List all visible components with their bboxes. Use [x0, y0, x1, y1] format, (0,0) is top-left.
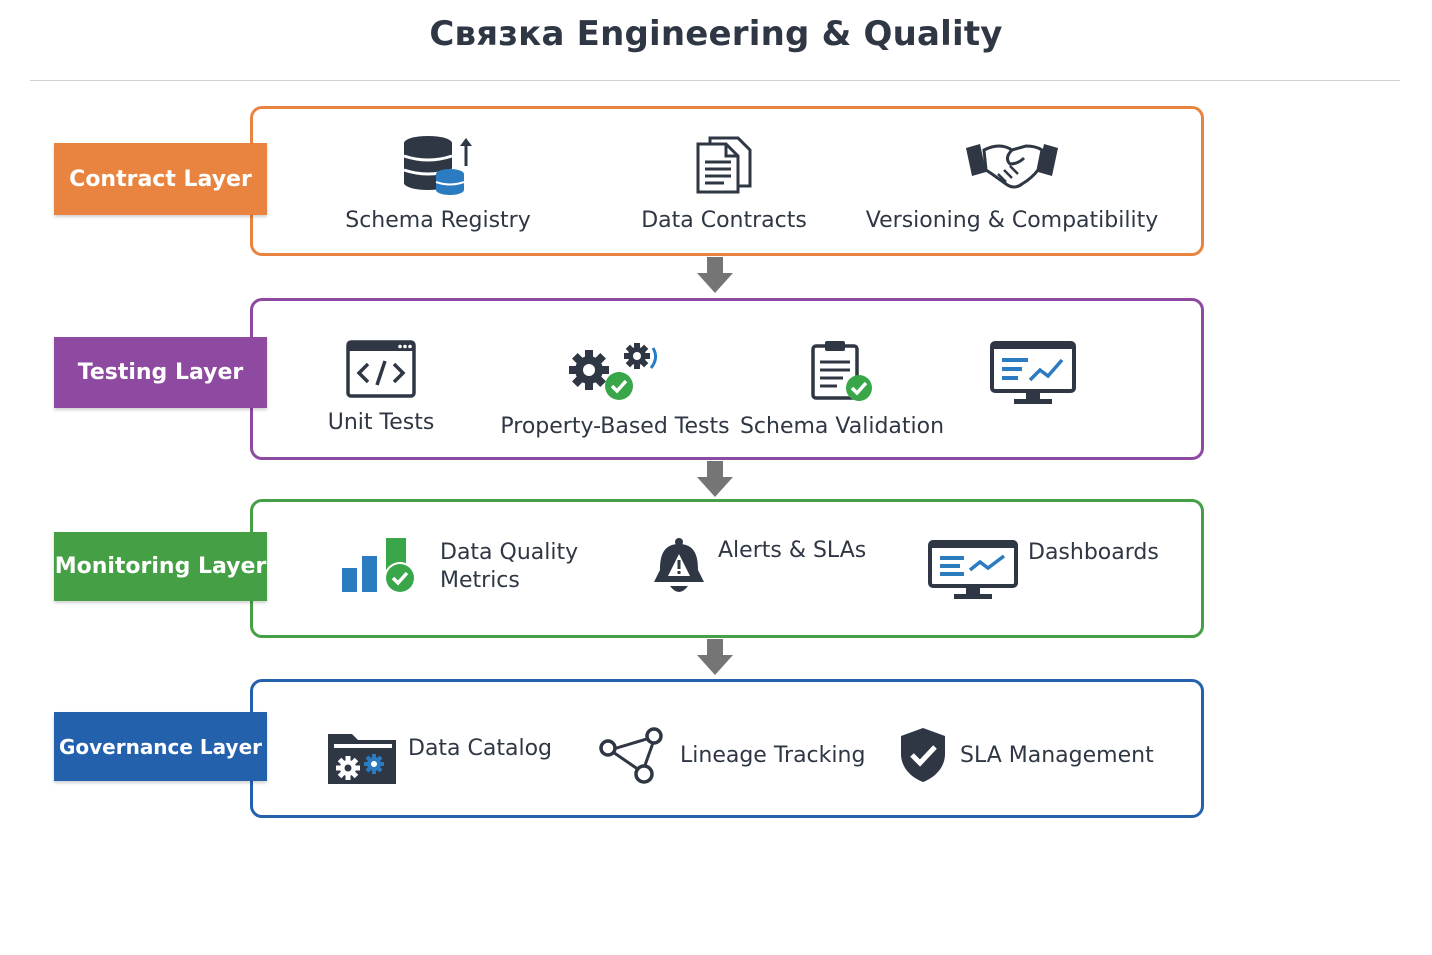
- unit-tests-label: Unit Tests: [327, 410, 435, 435]
- sla-management-item: SLA Management: [898, 726, 1154, 784]
- contract-layer-label: Contract Layer: [54, 143, 267, 215]
- schema-validation-item: Schema Validation: [739, 338, 945, 439]
- code-window-icon: [346, 340, 416, 398]
- folder-gears-icon: [326, 726, 404, 788]
- data-quality-metrics-label-line2: Metrics: [440, 568, 520, 593]
- dashboards-item: Dashboards: [928, 538, 1159, 602]
- unit-tests-item: Unit Tests: [286, 340, 476, 435]
- lineage-tracking-label: Lineage Tracking: [680, 742, 866, 768]
- dashboards-label: Dashboards: [1028, 540, 1159, 565]
- property-based-tests-item: Property-Based Tests: [500, 340, 730, 439]
- testing-monitor-item: [988, 340, 1078, 408]
- schema-registry-label: Schema Registry: [345, 208, 531, 233]
- dashboard-monitor-icon: [928, 538, 1018, 602]
- documents-icon: [692, 134, 756, 196]
- shield-check-icon: [898, 726, 948, 784]
- gears-check-icon: [567, 340, 663, 402]
- arrow-down-icon: [697, 257, 733, 293]
- page-title: Связка Engineering & Quality: [429, 14, 1003, 54]
- data-catalog-label: Data Catalog: [408, 736, 553, 761]
- governance-layer-label: Governance Layer: [54, 712, 267, 781]
- title-divider: [30, 80, 1400, 81]
- data-contracts-item: Data Contracts: [624, 134, 824, 233]
- lineage-tracking-item: Lineage Tracking: [598, 724, 865, 786]
- lineage-nodes-icon: [598, 724, 666, 786]
- arrow-down-icon: [697, 461, 733, 497]
- versioning-label: Versioning & Compatibility: [865, 208, 1159, 233]
- governance-layer-box: [250, 679, 1204, 818]
- schema-validation-label: Schema Validation: [739, 414, 945, 439]
- data-quality-metrics-item: Data Quality Metrics: [340, 536, 578, 598]
- schema-registry-item: Schema Registry: [338, 134, 538, 233]
- sla-management-label: SLA Management: [960, 742, 1154, 768]
- handshake-icon: [962, 134, 1062, 196]
- bar-chart-check-icon: [340, 536, 420, 598]
- monitor-chart-icon: [990, 340, 1076, 408]
- data-contracts-label: Data Contracts: [641, 208, 807, 233]
- data-quality-metrics-label-line1: Data Quality: [440, 540, 579, 565]
- alerts-slas-item: Alerts & SLAs: [650, 536, 866, 600]
- clipboard-check-icon: [807, 338, 877, 402]
- monitoring-layer-label: Monitoring Layer: [54, 532, 267, 601]
- property-based-tests-label: Property-Based Tests: [500, 414, 730, 439]
- data-catalog-item: Data Catalog: [326, 726, 552, 788]
- database-registry-icon: [402, 134, 474, 196]
- testing-layer-label: Testing Layer: [54, 337, 267, 408]
- versioning-item: Versioning & Compatibility: [866, 134, 1158, 233]
- alerts-slas-label: Alerts & SLAs: [718, 538, 867, 563]
- bell-alert-icon: [650, 536, 708, 600]
- arrow-down-icon: [697, 639, 733, 675]
